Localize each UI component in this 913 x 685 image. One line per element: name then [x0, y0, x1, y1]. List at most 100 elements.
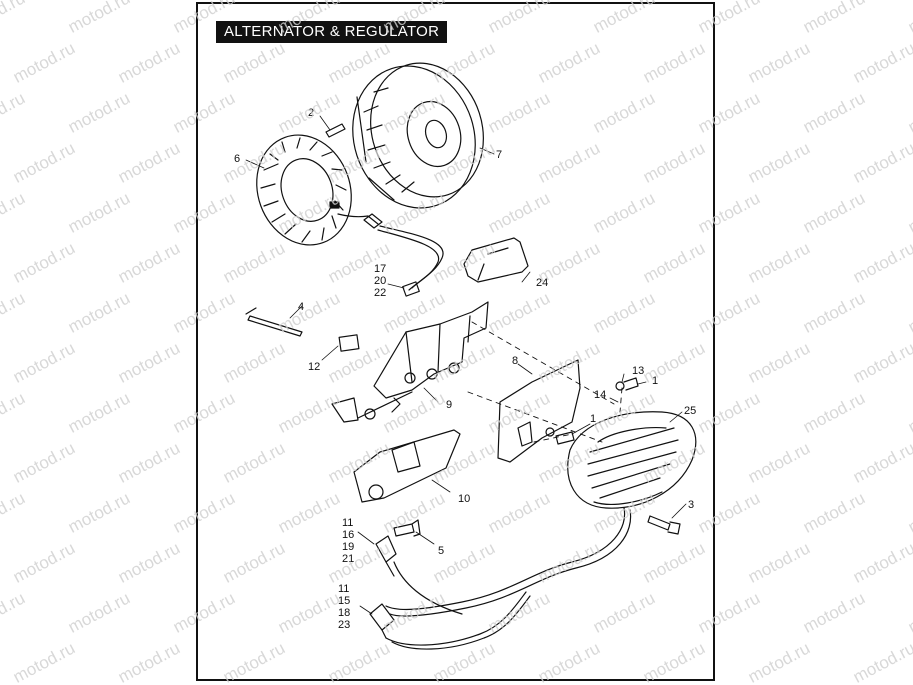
watermark-text: motod.ru [850, 38, 913, 87]
watermark-text: motod.ru [745, 638, 814, 685]
watermark-text: motod.ru [115, 638, 184, 685]
leader-lines [245, 115, 687, 615]
callout-group-17-item: 22 [374, 287, 386, 299]
clip [338, 334, 360, 352]
connector-upper [375, 535, 397, 577]
watermark-text: motod.ru [905, 0, 913, 37]
callout-group-11b-item: 11 [338, 583, 349, 595]
watermark-text: motod.ru [800, 388, 869, 437]
callout-2: 2 [308, 107, 314, 119]
watermark-text: motod.ru [10, 238, 79, 287]
callout-group-11b-item: 23 [338, 619, 350, 631]
regulator-harness [385, 507, 632, 650]
cable-strap [245, 307, 303, 337]
callout-group-17-item: 17 [374, 263, 386, 275]
watermark-text: motod.ru [10, 538, 79, 587]
callout-24: 24 [536, 277, 548, 289]
watermark-text: motod.ru [745, 238, 814, 287]
regulator-fasteners [555, 377, 639, 445]
watermark-text: motod.ru [65, 388, 134, 437]
watermark-text: motod.ru [65, 288, 134, 337]
watermark-text: motod.ru [800, 288, 869, 337]
watermark-text: motod.ru [115, 538, 184, 587]
watermark-text: motod.ru [905, 88, 913, 137]
callout-group-11a-item: 11 [342, 517, 353, 529]
stator [256, 134, 383, 246]
wiring-cover [463, 237, 529, 283]
watermark-text: motod.ru [0, 288, 29, 337]
watermark-text: motod.ru [115, 338, 184, 387]
callout-13: 13 [632, 365, 644, 377]
diagram-frame: ALTERNATOR & REGULATOR [196, 2, 715, 681]
watermark-text: motod.ru [0, 588, 29, 637]
callout-group-11b-item: 15 [338, 595, 350, 607]
watermark-text: motod.ru [10, 138, 79, 187]
watermark-text: motod.ru [10, 38, 79, 87]
watermark-text: motod.ru [65, 488, 134, 537]
callout-group-17-item: 20 [374, 275, 386, 287]
watermark-text: motod.ru [800, 88, 869, 137]
watermark-text: motod.ru [745, 338, 814, 387]
assembly-guides [467, 321, 623, 443]
callout-12: 12 [308, 361, 320, 373]
callout-group-11a-item: 16 [342, 529, 354, 541]
stator-wiring [377, 225, 444, 297]
watermark-text: motod.ru [850, 538, 913, 587]
watermark-text: motod.ru [10, 438, 79, 487]
watermark-text: motod.ru [0, 188, 29, 237]
watermark-text: motod.ru [800, 0, 869, 37]
callout-3: 3 [688, 499, 694, 511]
rotor [352, 62, 484, 209]
bracket-plate [353, 429, 461, 503]
callout-1-upper: 1 [652, 375, 658, 387]
watermark-text: motod.ru [850, 238, 913, 287]
watermark-text: motod.ru [850, 138, 913, 187]
exploded-parts-diagram: 2 6 7 4 12 24 8 9 10 5 13 1 14 1 25 3 17… [234, 62, 697, 650]
watermark-text: motod.ru [905, 588, 913, 637]
callout-25: 25 [684, 405, 696, 417]
watermark-text: motod.ru [800, 188, 869, 237]
callout-4: 4 [298, 301, 304, 313]
watermark-text: motod.ru [10, 338, 79, 387]
watermark-text: motod.ru [800, 488, 869, 537]
watermark-text: motod.ru [10, 638, 79, 685]
voltage-regulator [567, 411, 697, 509]
watermark-text: motod.ru [0, 388, 29, 437]
watermark-text: motod.ru [745, 138, 814, 187]
watermark-text: motod.ru [0, 0, 29, 37]
watermark-text: motod.ru [115, 238, 184, 287]
watermark-text: motod.ru [850, 338, 913, 387]
callout-9: 9 [446, 399, 452, 411]
watermark-text: motod.ru [65, 88, 134, 137]
watermark-text: motod.ru [745, 38, 814, 87]
callout-group-11b-item: 18 [338, 607, 350, 619]
watermark-text: motod.ru [745, 438, 814, 487]
watermark-text: motod.ru [905, 488, 913, 537]
watermark-text: motod.ru [0, 88, 29, 137]
callout-14: 14 [594, 389, 606, 401]
watermark-text: motod.ru [905, 188, 913, 237]
mounting-bracket [331, 301, 489, 423]
screw [393, 519, 421, 537]
regulator-bracket [497, 359, 581, 463]
callout-8: 8 [512, 355, 518, 367]
callout-7: 7 [496, 149, 502, 161]
watermark-text: motod.ru [905, 288, 913, 337]
callout-labels: 2 6 7 4 12 24 8 9 10 5 13 1 14 1 25 3 17… [234, 107, 696, 631]
callout-5: 5 [438, 545, 444, 557]
watermark-text: motod.ru [850, 438, 913, 487]
watermark-text: motod.ru [0, 488, 29, 537]
watermark-text: motod.ru [745, 538, 814, 587]
watermark-text: motod.ru [115, 38, 184, 87]
callout-6: 6 [234, 153, 240, 165]
watermark-text: motod.ru [65, 588, 134, 637]
pin [325, 123, 346, 138]
watermark-text: motod.ru [850, 638, 913, 685]
watermark-text: motod.ru [800, 588, 869, 637]
callout-group-11a-item: 21 [342, 553, 354, 565]
diagram-title: ALTERNATOR & REGULATOR [216, 21, 448, 43]
watermark-text: motod.ru [905, 388, 913, 437]
watermark-text: motod.ru [65, 188, 134, 237]
bolt [647, 515, 681, 535]
watermark-text: motod.ru [65, 0, 134, 37]
